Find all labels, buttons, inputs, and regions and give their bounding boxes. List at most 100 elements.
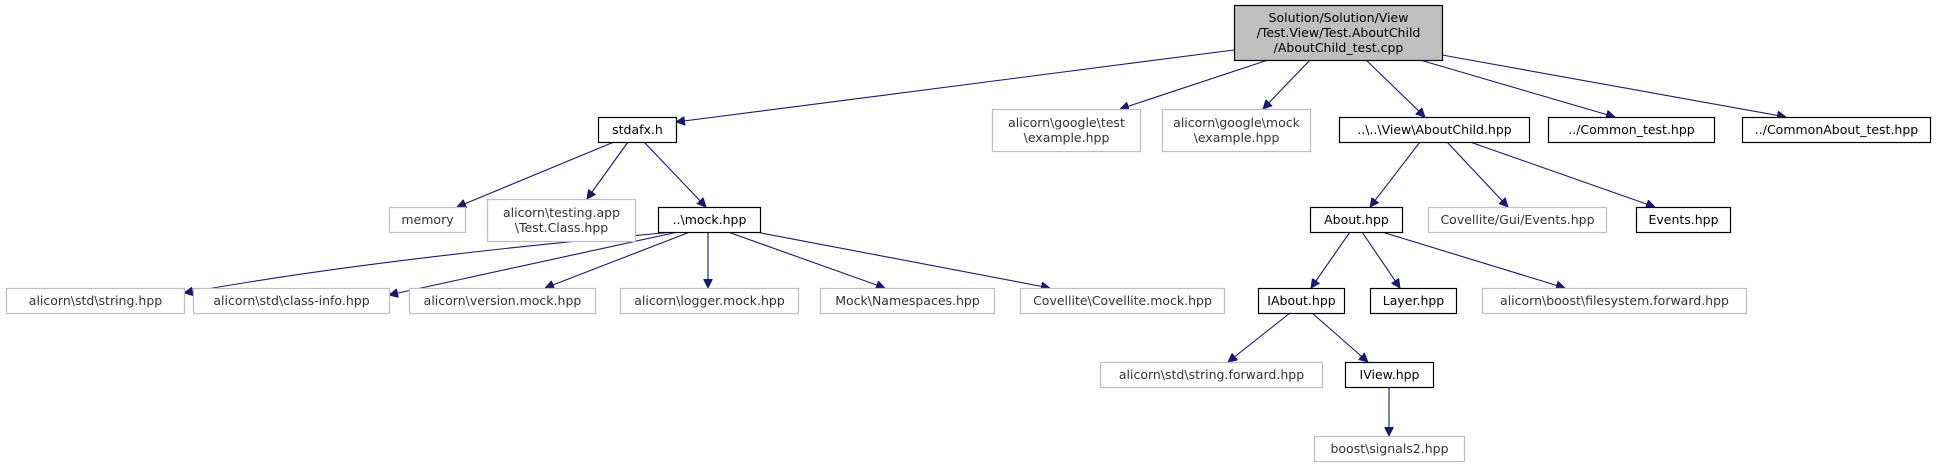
edge-about-to-iabout [1311, 231, 1351, 288]
node-memory[interactable]: memory [388, 206, 467, 234]
node-label-line: /AboutChild_test.cpp [1274, 40, 1404, 55]
node-label-line: alicorn\google\test [1008, 115, 1125, 130]
edges-layer [184, 49, 1786, 436]
node-box [1233, 4, 1444, 62]
node-label-line: \example.hpp [1194, 130, 1280, 145]
node-label-line: Solution/Solution/View [1269, 10, 1409, 25]
nodes-layer: Solution/Solution/View/Test.View/Test.Ab… [5, 4, 1932, 463]
edge-about-to-layer [1361, 231, 1400, 288]
edge-root-to-google-mock [1263, 59, 1311, 109]
edge-aboutchild-to-events [1469, 141, 1655, 207]
node-box [1257, 287, 1346, 315]
node-box [1635, 206, 1732, 234]
node-label-line: About.hpp [1324, 212, 1389, 227]
node-label-line: stdafx.h [612, 122, 663, 137]
node-box [1547, 116, 1716, 144]
node-label-line: ..\mock.hpp [673, 212, 747, 227]
node-label-line: alicorn\std\string.hpp [29, 293, 162, 308]
node-box [1369, 287, 1458, 315]
node-label-line: Mock\Namespaces.hpp [835, 293, 980, 308]
node-box [1099, 361, 1324, 389]
node-stdafx[interactable]: stdafx.h [597, 116, 678, 144]
edge-stdafx-to-memory [457, 141, 615, 207]
node-box [1741, 116, 1932, 144]
edge-stdafx-to-mock [643, 141, 706, 207]
node-signals2[interactable]: boost\signals2.hpp [1313, 435, 1466, 463]
edge-root-to-google-test [1120, 59, 1269, 109]
edge-root-to-stdafx [676, 49, 1235, 122]
node-google-test[interactable]: alicorn\google\test\example.hpp [991, 108, 1142, 153]
node-label-line: alicorn\testing.app [503, 205, 620, 220]
edge-iabout-to-iview [1311, 312, 1368, 362]
node-testing-app[interactable]: alicorn\testing.app\Test.Class.hpp [486, 198, 637, 243]
node-box [1019, 287, 1226, 315]
node-aboutchild[interactable]: ..\..\View\AboutChild.hpp [1338, 116, 1531, 144]
node-box [192, 287, 391, 315]
node-box [1338, 116, 1531, 144]
edge-root-to-aboutchild [1365, 59, 1425, 117]
node-label-line: alicorn\google\mock [1173, 115, 1300, 130]
node-label-line: IAbout.hpp [1267, 293, 1335, 308]
edge-aboutchild-to-about [1370, 141, 1421, 207]
edge-aboutchild-to-gui-events [1446, 141, 1508, 207]
node-root[interactable]: Solution/Solution/View/Test.View/Test.Ab… [1233, 4, 1444, 62]
node-box [597, 116, 678, 144]
edge-mock-to-covellite-mock [755, 231, 1050, 288]
node-box [657, 206, 762, 234]
node-label-line: /Test.View/Test.AboutChild [1257, 25, 1421, 40]
node-std-string[interactable]: alicorn\std\string.hpp [5, 287, 186, 315]
node-box [1481, 287, 1748, 315]
edge-root-to-common-test [1419, 59, 1615, 117]
node-label-line: Layer.hpp [1383, 293, 1445, 308]
node-label-line: memory [401, 212, 454, 227]
node-label-line: boost\signals2.hpp [1330, 441, 1448, 456]
edge-about-to-fs-forward [1381, 231, 1565, 288]
node-box [1427, 206, 1608, 234]
edge-root-to-commonabout-test [1441, 54, 1786, 117]
node-label-line: alicorn\std\string.forward.hpp [1119, 367, 1304, 382]
node-label-line: alicorn\boost\filesystem.forward.hpp [1500, 293, 1729, 308]
node-label-line: \Test.Class.hpp [515, 220, 609, 235]
node-box [5, 287, 186, 315]
node-box [619, 287, 800, 315]
node-version-mock[interactable]: alicorn\version.mock.hpp [408, 287, 597, 315]
edge-iabout-to-string-forward [1228, 312, 1291, 362]
edge-mock-to-namespaces [727, 231, 885, 288]
node-about[interactable]: About.hpp [1309, 206, 1404, 234]
node-label-line: ../CommonAbout_test.hpp [1755, 122, 1918, 137]
node-box [1344, 361, 1435, 389]
node-box [819, 287, 996, 315]
edge-stdafx-to-testing-app [587, 141, 629, 199]
node-label-line: alicorn\version.mock.hpp [424, 293, 582, 308]
node-fs-forward[interactable]: alicorn\boost\filesystem.forward.hpp [1481, 287, 1748, 315]
node-logger-mock[interactable]: alicorn\logger.mock.hpp [619, 287, 800, 315]
node-mock[interactable]: ..\mock.hpp [657, 206, 762, 234]
node-iabout[interactable]: IAbout.hpp [1257, 287, 1346, 315]
node-label-line: \example.hpp [1024, 130, 1110, 145]
node-label-line: ..\..\View\AboutChild.hpp [1357, 122, 1512, 137]
node-box [1161, 108, 1312, 153]
edge-mock-to-class-info [389, 231, 679, 295]
node-label-line: Events.hpp [1648, 212, 1718, 227]
node-label-line: Covellite\Covellite.mock.hpp [1033, 293, 1212, 308]
node-box [991, 108, 1142, 153]
node-common-test[interactable]: ../Common_test.hpp [1547, 116, 1716, 144]
node-commonabout-test[interactable]: ../CommonAbout_test.hpp [1741, 116, 1932, 144]
node-box [1313, 435, 1466, 463]
node-label-line: IView.hpp [1360, 367, 1420, 382]
node-class-info[interactable]: alicorn\std\class-info.hpp [192, 287, 391, 315]
node-label-line: Covellite/Gui/Events.hpp [1440, 212, 1594, 227]
node-label-line: alicorn\logger.mock.hpp [634, 293, 785, 308]
edge-mock-to-version-mock [545, 231, 691, 288]
node-string-forward[interactable]: alicorn\std\string.forward.hpp [1099, 361, 1324, 389]
node-label-line: alicorn\std\class-info.hpp [213, 293, 369, 308]
node-layer[interactable]: Layer.hpp [1369, 287, 1458, 315]
node-google-mock[interactable]: alicorn\google\mock\example.hpp [1161, 108, 1312, 153]
node-namespaces[interactable]: Mock\Namespaces.hpp [819, 287, 996, 315]
node-box [486, 198, 637, 243]
node-covellite-mock[interactable]: Covellite\Covellite.mock.hpp [1019, 287, 1226, 315]
node-iview[interactable]: IView.hpp [1344, 361, 1435, 389]
node-gui-events[interactable]: Covellite/Gui/Events.hpp [1427, 206, 1608, 234]
node-events[interactable]: Events.hpp [1635, 206, 1732, 234]
